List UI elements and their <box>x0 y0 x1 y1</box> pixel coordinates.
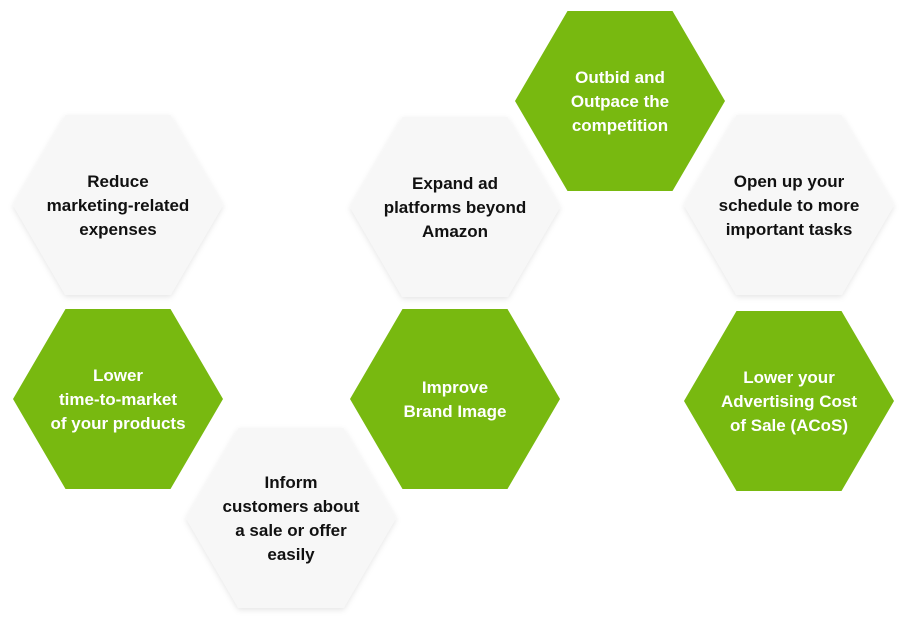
hexagon-label-line: Improve <box>422 378 488 397</box>
hexagon-label-line: Inform <box>265 473 318 492</box>
hexagon-shape <box>350 117 560 297</box>
hexagon-shape <box>13 309 223 489</box>
hexagon-label-line: Lower <box>93 366 143 385</box>
hexagon-label-line: a sale or offer <box>235 521 347 540</box>
hexagon-label-line: easily <box>267 545 315 564</box>
hexagon-label-line: important tasks <box>726 220 853 239</box>
hexagon-label-line: Amazon <box>422 222 488 241</box>
hexagon-label-line: Expand ad <box>412 174 498 193</box>
hexagon-inform-customers: Inform customers about a sale or offer easi… <box>186 428 396 608</box>
hexagon-lower-time-to-market: Lower time-to-market of your products <box>13 309 223 489</box>
hexagon-open-up-schedule: Open up your schedule to more important ta… <box>684 115 894 295</box>
hexagon-reduce-marketing-expenses: Reduce marketing-related expenses <box>13 115 223 295</box>
hexagon-label-line: platforms beyond <box>384 198 527 217</box>
hexagon-shape <box>350 309 560 489</box>
hexagon-label-line: Open up your <box>734 172 845 191</box>
hexagon-shape <box>684 311 894 491</box>
hexagon-label: Lower time-to-market of your products <box>50 366 185 433</box>
hexagon-label-line: customers about <box>223 497 360 516</box>
hexagon-label: Inform customers about a sale or offer easi… <box>223 473 360 564</box>
hexagon-shape <box>186 428 396 608</box>
hexagon-label-line: expenses <box>79 220 157 239</box>
hexagon-label-line: Outpace the <box>571 92 669 111</box>
hexagon-label-line: Reduce <box>87 172 148 191</box>
hexagon-label-line: of your products <box>50 414 185 433</box>
hexagon-label-line: Advertising Cost <box>721 392 857 411</box>
hexagon-shape <box>515 11 725 191</box>
hexagon-label-line: Brand Image <box>404 402 507 421</box>
hexagon-shape <box>13 115 223 295</box>
hexagon-shape <box>684 115 894 295</box>
hexagon-label-line: Lower your <box>743 368 835 387</box>
hexagon-label-line: Outbid and <box>575 68 665 87</box>
hexagon-label: Reduce marketing-related expenses <box>47 172 190 239</box>
hexagon-label-line: time-to-market <box>59 390 177 409</box>
hexagon-label: Open up your schedule to more important ta… <box>719 172 860 239</box>
hexagon-label-line: of Sale (ACoS) <box>730 416 848 435</box>
hexagon-label-line: competition <box>572 116 668 135</box>
hexagon-label-line: marketing-related <box>47 196 190 215</box>
hexagon-label-line: schedule to more <box>719 196 860 215</box>
